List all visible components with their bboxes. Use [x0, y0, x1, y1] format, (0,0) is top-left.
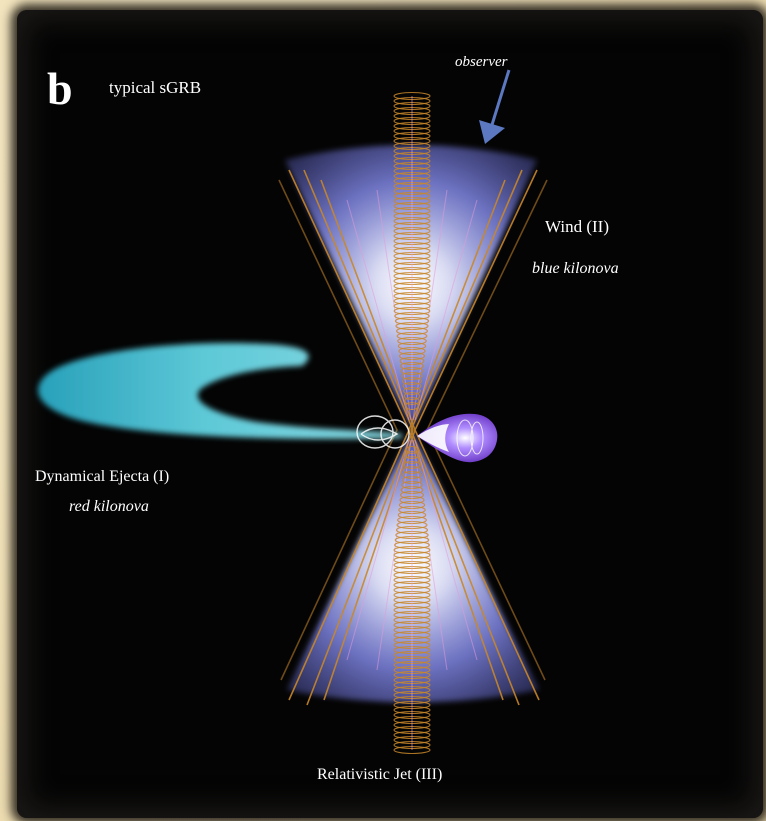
relativistic-jet-upper [393, 91, 431, 411]
observer-label: observer [455, 54, 508, 70]
dynamical-ejecta-label: Dynamical Ejecta (I) [35, 468, 170, 485]
blue-kilonova-label: blue kilonova [532, 260, 619, 277]
kilonova-geometry-diagram [38, 69, 548, 755]
wind-label: Wind (II) [545, 217, 609, 236]
merger-core [356, 415, 410, 449]
panel-title: typical sGRB [109, 78, 202, 97]
dynamical-ejecta-crescent [38, 343, 402, 439]
diagram-panel: b typical sGRB observer Wind (II) blue k… [17, 10, 763, 818]
red-kilonova-label: red kilonova [69, 498, 149, 515]
relativistic-jet-label: Relativistic Jet (III) [317, 766, 443, 783]
observer-arrow [479, 69, 511, 144]
relativistic-jet-lower [393, 445, 431, 755]
panel-letter: b [47, 63, 73, 114]
